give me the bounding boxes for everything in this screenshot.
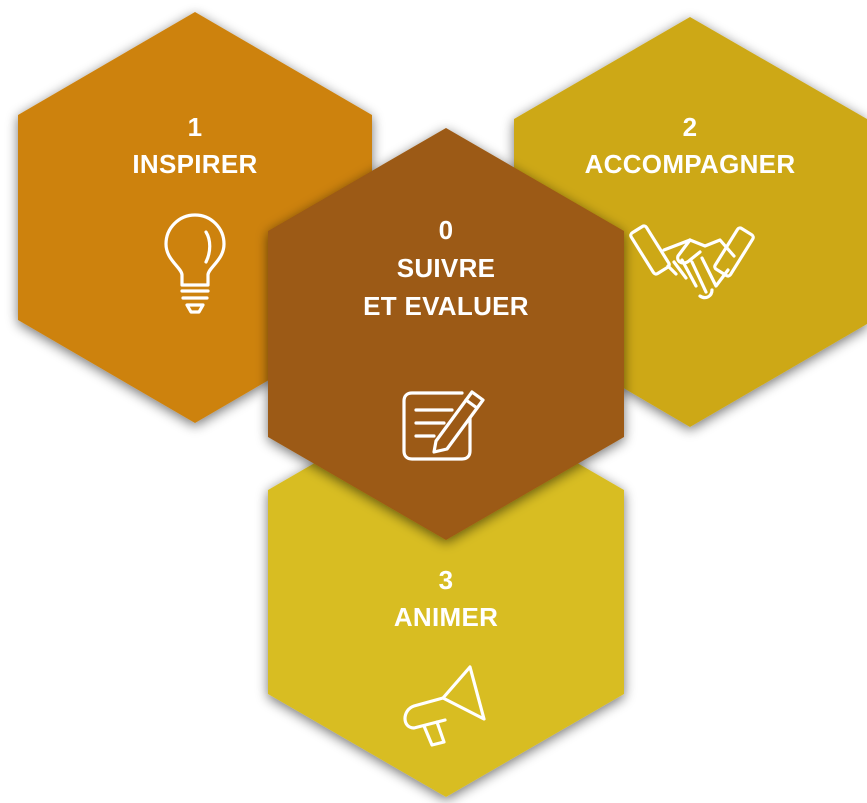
- edit-note-icon: [402, 390, 485, 461]
- lightbulb-icon: [164, 213, 226, 314]
- step-title-line-2: ET EVALUER: [363, 290, 529, 321]
- step-title: ACCOMPAGNER: [584, 148, 796, 179]
- hexagon-label-animer: 3 ANIMER: [346, 562, 546, 636]
- hexagon-label-accompagner: 2 ACCOMPAGNER: [560, 109, 820, 183]
- hexagon-label-suivre: 0 SUIVRE ET EVALUER: [316, 212, 576, 326]
- step-title: SUIVRE: [396, 252, 496, 283]
- step-number: 0: [438, 215, 454, 245]
- megaphone-icon: [403, 665, 486, 747]
- step-title: INSPIRER: [132, 148, 258, 179]
- hexagon-suivre-et-evaluer: [268, 128, 624, 540]
- handshake-icon: [629, 224, 755, 300]
- hexagon-animer: [268, 387, 624, 797]
- step-number: 1: [187, 112, 203, 142]
- step-number: 3: [438, 565, 454, 595]
- step-number: 2: [682, 112, 698, 142]
- hexagon-label-inspirer: 1 INSPIRER: [95, 109, 295, 183]
- step-title: ANIMER: [393, 601, 499, 632]
